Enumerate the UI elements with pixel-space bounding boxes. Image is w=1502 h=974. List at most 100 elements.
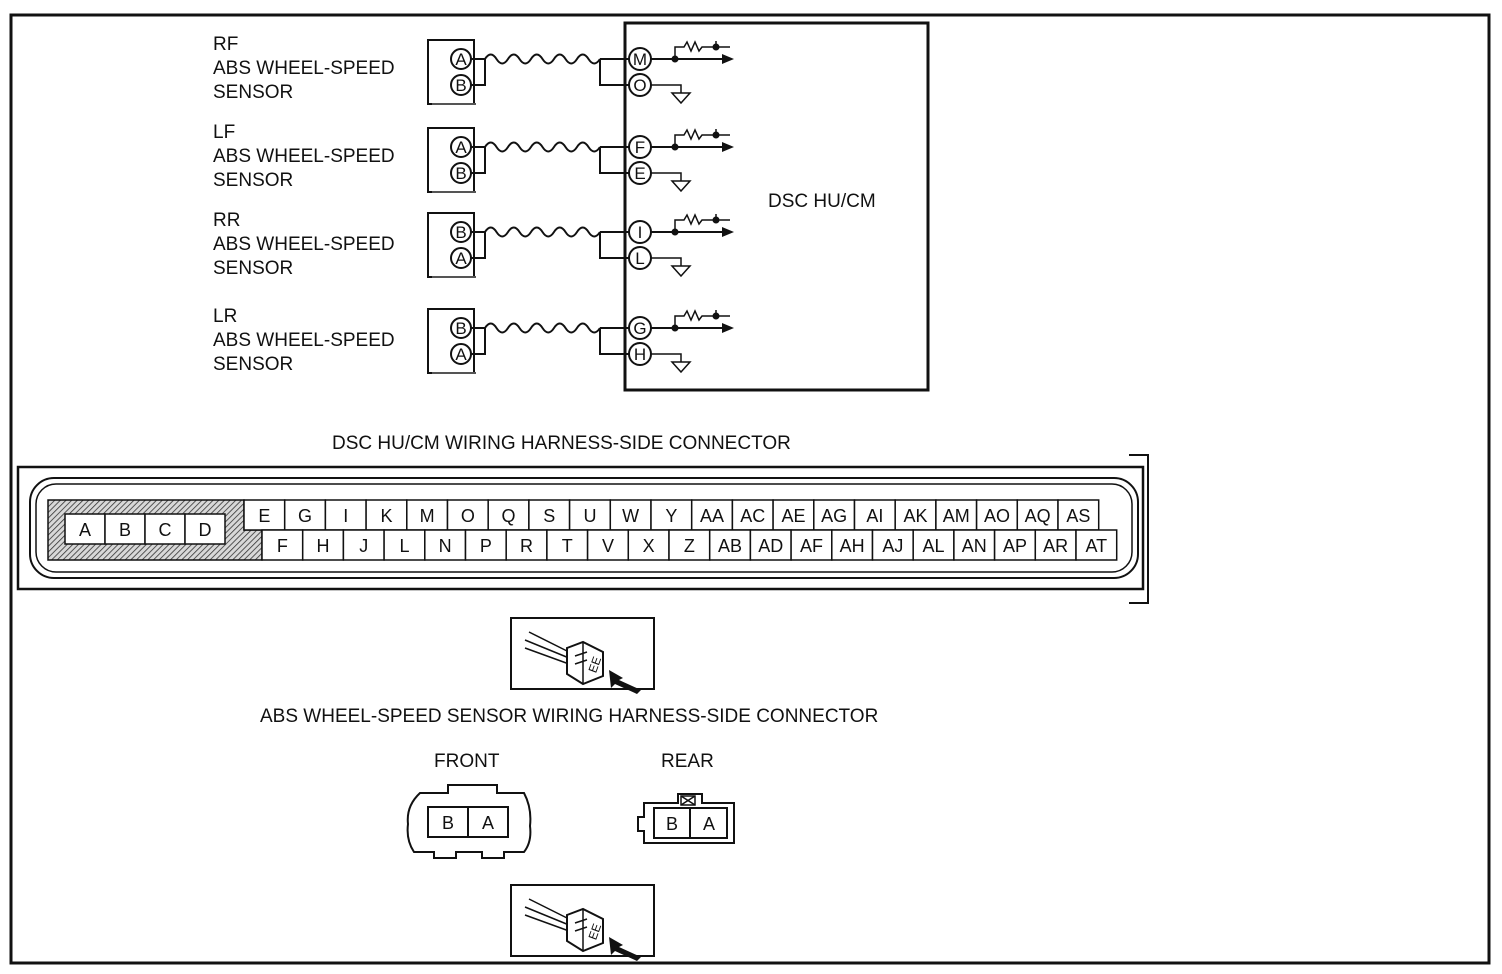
dsc-module: DSC HU/CM [623, 21, 930, 392]
rear-pin-1: B [666, 814, 678, 834]
dsc-pin-label: AP [1003, 536, 1027, 556]
dsc-module-label: DSC HU/CM [768, 191, 876, 212]
sensor-label-line: LF [213, 122, 235, 143]
dsc-pin-label: AM [943, 506, 970, 526]
dsc-module-box [623, 21, 930, 392]
dsc-pin-label: Q [502, 506, 516, 526]
dsc-pin-cell [184, 513, 226, 545]
dsc-pin-cell [975, 499, 1019, 531]
dsc-pin-label: R [520, 536, 533, 556]
front-connector-body [406, 784, 532, 859]
dsc-pin-label: W [622, 506, 639, 526]
dsc-pin-cell [64, 513, 106, 545]
dsc-pin-cell [993, 529, 1037, 561]
sensor-pin: A [455, 249, 467, 268]
dsc-pin-label: X [643, 536, 655, 556]
dsc-pin-cell [831, 529, 874, 561]
dsc-pin-label: N [439, 536, 452, 556]
sensor-pin: A [455, 345, 467, 364]
dsc-connector-outer [16, 465, 1145, 591]
rear-connector-body [637, 793, 735, 844]
dsc-pin-cell [708, 529, 752, 561]
front-pin-1: B [442, 813, 454, 833]
sensor-label-line: LR [213, 306, 237, 327]
sensor-label-line: ABS WHEEL-SPEED [213, 146, 395, 167]
front-connector-label: FRONT [434, 751, 500, 772]
harness-icon-2: EE [510, 884, 655, 961]
dsc-pin-cell [1075, 529, 1118, 561]
dsc-pin-label: D [199, 520, 212, 540]
dsc-pin-cell [749, 529, 792, 561]
dsc-pin-cell [627, 529, 670, 561]
dsc-pin-label: AK [904, 506, 928, 526]
twisted-pair-wire [484, 141, 601, 153]
dsc-pin-label: S [543, 506, 555, 526]
sensor-label-line: ABS WHEEL-SPEED [213, 330, 395, 351]
dsc-pin-cell [104, 513, 146, 545]
dsc-pin-label: AO [984, 506, 1010, 526]
dsc-pin-label: AD [758, 536, 783, 556]
sensor-pin: A [455, 138, 467, 157]
dsc-pin-cell [1057, 499, 1100, 531]
harness-icon-2-text: EE [586, 922, 605, 942]
dsc-pin-label: K [380, 506, 392, 526]
dsc-pin-cell [505, 529, 548, 561]
module-pin: G [633, 319, 646, 338]
sensor-pin: B [455, 76, 466, 95]
module-pin: I [638, 223, 643, 242]
dsc-pin-cell [935, 499, 978, 531]
dsc-pin-label: AJ [882, 536, 903, 556]
sensor-label-line: RF [213, 34, 238, 55]
dsc-pin-label: T [562, 536, 573, 556]
sensor-connector-box [427, 39, 475, 105]
dsc-connector-latch [1129, 454, 1149, 604]
twisted-pair-wire [484, 226, 601, 238]
dsc-pin-label: I [343, 506, 348, 526]
dsc-pin-cell [383, 529, 426, 561]
dsc-pin-label: AA [700, 506, 724, 526]
sensor-connector-box [427, 212, 475, 278]
dsc-pin-label: H [317, 536, 330, 556]
module-pin: H [634, 345, 646, 364]
sensor-label-line: SENSOR [213, 258, 293, 279]
dsc-pin-label: J [359, 536, 368, 556]
dsc-connector-inner [29, 477, 1139, 579]
dsc-pin-label: AR [1043, 536, 1068, 556]
front-connector: FRONT B A [406, 751, 532, 859]
rear-connector: REAR B A [637, 751, 735, 844]
dsc-pin-cell [953, 529, 996, 561]
twisted-pair-wire [484, 53, 601, 65]
dsc-pin-label: AF [800, 536, 823, 556]
dsc-pin-label: E [258, 506, 270, 526]
dsc-pin-label: C [159, 520, 172, 540]
dsc-pin-cell [871, 529, 914, 561]
dsc-pin-label: AC [740, 506, 765, 526]
dsc-pin-label: AG [821, 506, 847, 526]
sensor-label-line: SENSOR [213, 354, 293, 375]
dsc-pin-cell [568, 499, 612, 531]
dsc-pin-label: G [298, 506, 312, 526]
dsc-pin-label: AI [866, 506, 883, 526]
sensor-label-line: RR [213, 210, 240, 231]
dsc-pin-label: V [602, 536, 614, 556]
dsc-pin-label: O [461, 506, 475, 526]
harness-icon-1: EE [510, 617, 655, 694]
dsc-pin-label: B [119, 520, 131, 540]
sensor-label-line: ABS WHEEL-SPEED [213, 58, 395, 79]
dsc-pin-label: AB [718, 536, 742, 556]
dsc-pin-label: AL [923, 536, 945, 556]
module-pin: F [635, 138, 645, 157]
module-pin: O [633, 76, 646, 95]
dsc-pin-cell [813, 499, 856, 531]
rear-pin-2: A [703, 814, 715, 834]
dsc-pin-label: AE [781, 506, 805, 526]
dsc-pin-cell [301, 529, 345, 561]
dsc-pin-label: F [277, 536, 288, 556]
dsc-connector-inner2 [35, 483, 1133, 573]
dsc-pin-cell [690, 499, 734, 531]
